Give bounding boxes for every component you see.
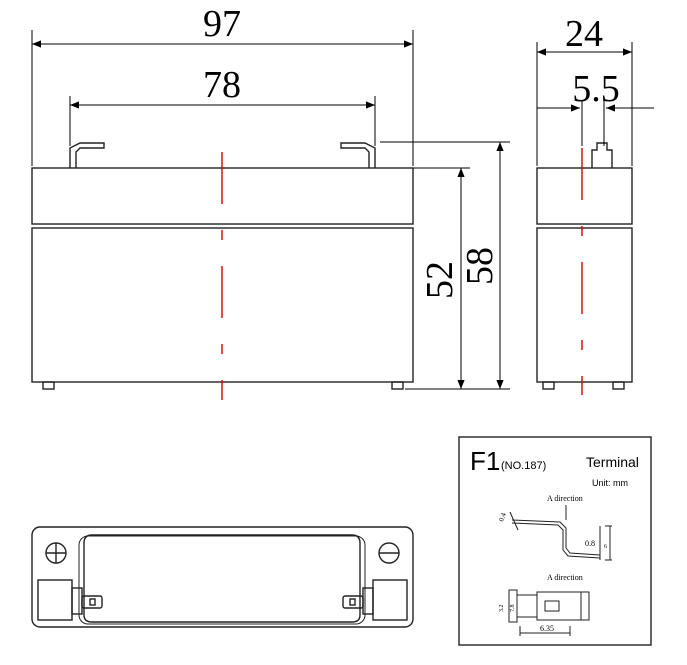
terminal-plan-view [508,589,590,636]
top-terminal-tab-left [81,595,103,609]
side-case [536,227,633,383]
top-label-area [83,534,361,623]
dimension-height-case-label: 52 [419,261,461,299]
top-terminal-base-left [71,587,83,615]
side-foot-right [612,381,625,390]
top-terminal-pocket-left [37,579,73,621]
terminal-side-profile [509,505,612,561]
terminal-detail-box: F1 (NO.187) Terminal Unit: mm A directio… [458,436,652,646]
side-terminal [591,142,613,168]
side-view [536,142,633,390]
front-terminal-left [69,142,105,168]
dimension-width-label: 24 [565,13,603,55]
dimension-length [31,30,414,166]
front-terminal-right [340,142,376,168]
terminal-dim-small-a: 0.4 [497,511,508,522]
dimension-terminal-offset [537,100,654,146]
dimension-terminal-spacing-label: 78 [203,64,241,106]
front-foot-left [42,381,55,390]
top-terminal-hole-left [89,598,96,606]
terminal-unit: Unit: mm [592,478,628,488]
side-lid [536,167,633,225]
terminal-dim-side-a: 3.2 [499,605,505,613]
dimension-terminal-spacing [69,96,376,146]
terminal-direction-label-1: A direction [547,494,583,503]
terminal-title: Terminal [586,454,639,470]
terminal-dim-width: 6.35 [540,624,554,633]
top-terminal-pocket-right [372,579,408,621]
top-terminal-tab-right [342,595,364,609]
terminal-code-note: (NO.187) [501,460,546,472]
dimension-terminal-offset-label: 5.5 [572,68,620,110]
dimension-length-label: 97 [203,3,241,45]
dimension-width [536,42,633,166]
terminal-direction-label-2: A direction [547,573,583,582]
terminal-dim-thickness: 0.8 [585,539,595,548]
front-foot-right [391,381,404,390]
side-foot-left [542,381,555,390]
terminal-code: F1 [470,446,500,476]
dimension-heights [380,141,510,390]
terminal-dim-small-b: 6 [604,544,607,550]
top-view [31,526,414,628]
dimension-height-total-label: 58 [459,247,501,285]
top-label-area-inner [78,535,366,625]
top-outline [31,526,414,628]
top-terminal-hole-right [349,598,356,606]
terminal-dim-side-b: 7.8 [510,605,516,613]
